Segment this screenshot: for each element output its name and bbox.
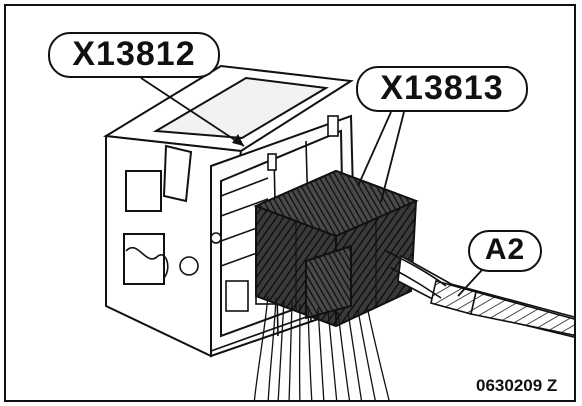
figure-code: 0630209 Z xyxy=(476,376,558,395)
wire-bundle xyxy=(253,295,390,400)
connector-x13813 xyxy=(253,169,419,328)
callout-a2: A2 xyxy=(468,230,542,272)
connector-illustration xyxy=(102,64,574,400)
figure-frame: X13812 X13813 A2 0630209 Z xyxy=(4,4,576,402)
leader-lines xyxy=(140,77,483,297)
callout-x13813: X13813 xyxy=(356,66,528,112)
callout-x13812: X13812 xyxy=(48,32,220,78)
leader-arrowhead xyxy=(232,134,244,146)
